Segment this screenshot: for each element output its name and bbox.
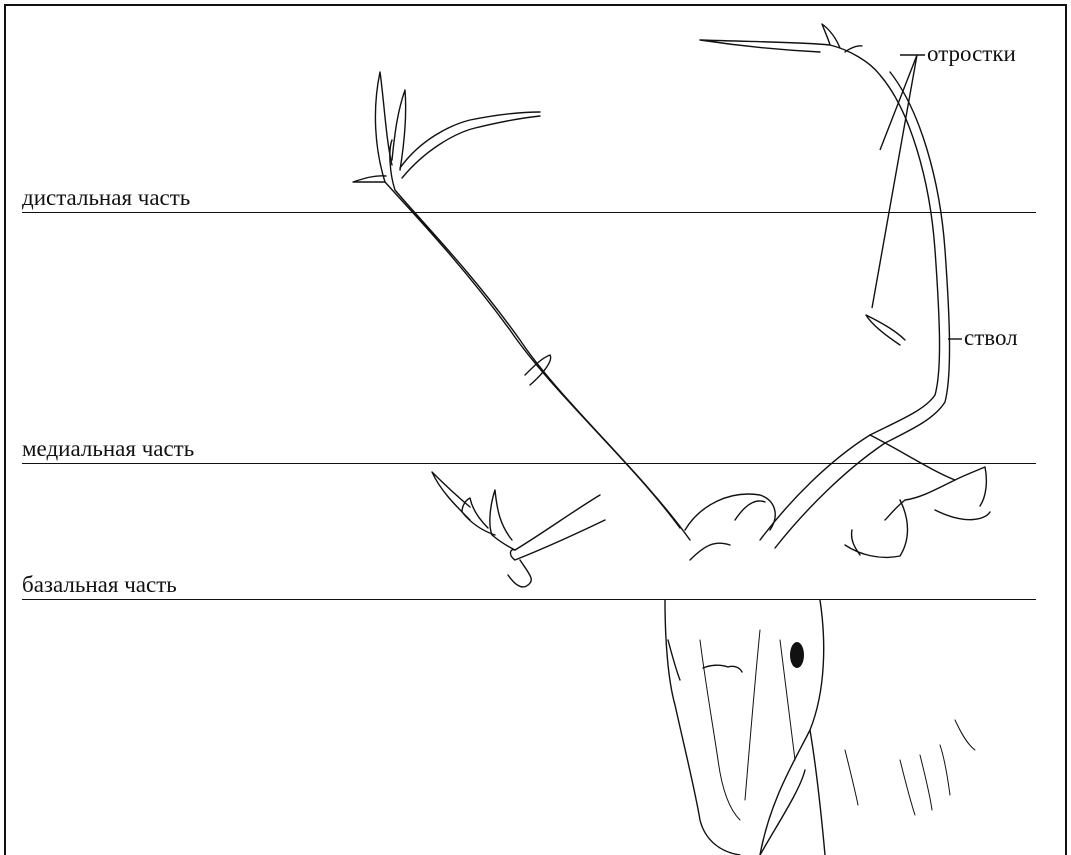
right-antler-beam [760,45,950,548]
left-antler-front-branch [510,495,605,560]
tines-leader-a [872,55,917,308]
head-neck [760,730,825,855]
left-antler-beam [385,140,690,540]
head-forelock [685,494,775,560]
beam-label: ствол [964,326,1018,349]
right-antler-inner-branch [866,315,905,345]
distal-zone-line [22,212,1036,213]
head-snout-lines [700,630,795,820]
medial-zone-line [22,463,1036,464]
right-antler-lower-tines [845,500,908,557]
distal-zone-label: дистальная часть [22,186,190,209]
head-fur-strokes [845,720,975,815]
head-outline [665,600,824,855]
left-antler-mid-tine [525,355,551,385]
left-antler-tine-1 [375,72,392,182]
tines-label: отростки [927,42,1016,65]
tines-leader-b [880,55,917,150]
left-antler-tine-3 [353,176,386,182]
basal-zone-label: базальная часть [22,573,177,596]
medial-zone-label: медиальная часть [22,437,194,460]
right-antler-back-branch [870,435,990,520]
right-eye [790,642,804,668]
left-eye [668,640,680,680]
left-antler [353,72,690,587]
left-eye-mark [703,665,742,672]
left-antler-tine-2 [392,90,406,170]
basal-zone-line [22,599,1036,600]
left-antler-top-branch [400,112,540,178]
reindeer-head [665,494,975,855]
left-antler-front-tines [432,472,531,587]
right-antler [700,24,990,557]
